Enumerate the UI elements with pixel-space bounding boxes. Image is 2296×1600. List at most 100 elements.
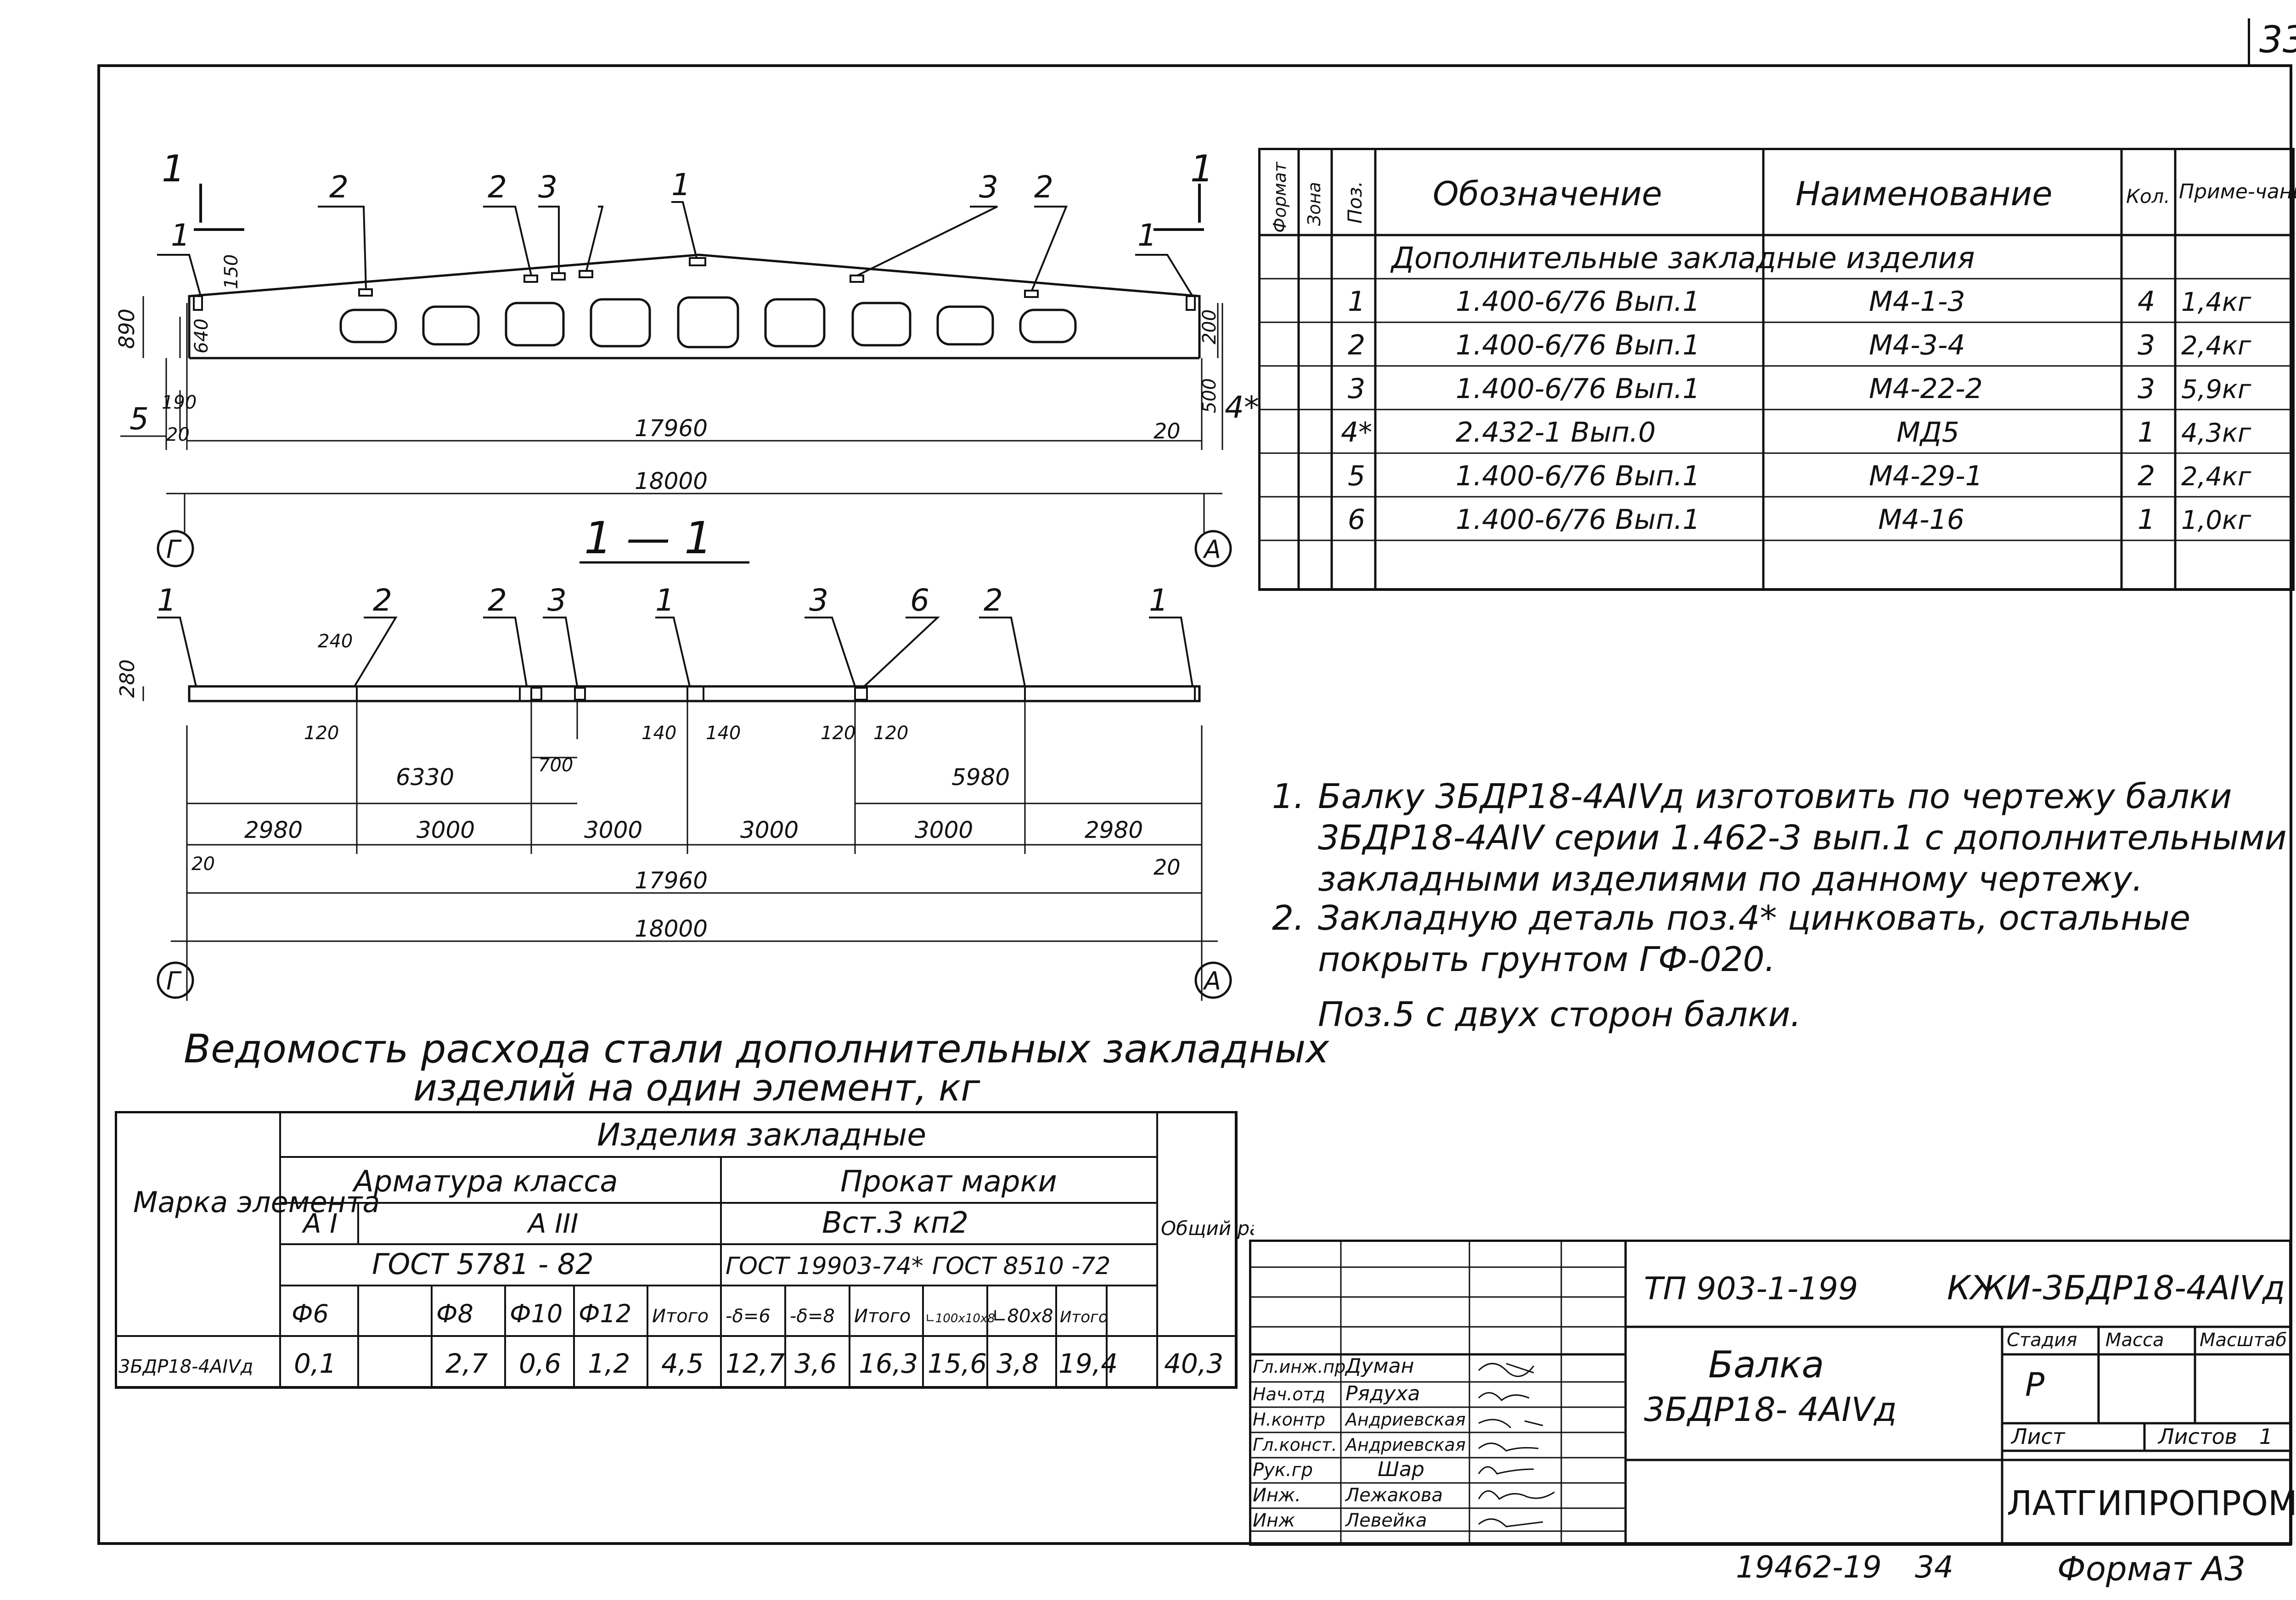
row-value: 15,6: [928, 1348, 987, 1379]
row-value: 16,3: [859, 1348, 918, 1379]
row-pos: 3: [1348, 373, 1365, 405]
col-head: Ф10: [510, 1299, 563, 1328]
dim-label: 150: [221, 254, 242, 289]
beam-plan-view: 1 2 2 3 1 3 6 2 1 280 240 120 6330 700 1…: [116, 588, 1232, 1001]
row-value: 2,7: [445, 1348, 488, 1379]
callout: 3: [547, 588, 567, 618]
row-note: 1,0кг: [2181, 505, 2251, 535]
row-pos: 5: [1348, 460, 1365, 492]
dim-label: 120: [304, 723, 339, 744]
dim-label: 2980: [1085, 817, 1143, 843]
dim-label: 6330: [396, 764, 454, 791]
signer-name: Рядуха: [1345, 1382, 1420, 1405]
callout: 2: [488, 588, 507, 618]
dim-label: 2980: [244, 817, 303, 843]
signer-name: Андриевская: [1344, 1435, 1466, 1455]
row-value: 1,2: [588, 1348, 630, 1379]
axis-marker-a: [1194, 530, 1232, 567]
note-2-number: 2.: [1272, 898, 1305, 938]
callout: 2: [488, 169, 507, 205]
callout: 4*: [1225, 390, 1259, 425]
dim-label: 20: [1154, 419, 1181, 444]
dim-label: 500: [1199, 378, 1220, 413]
header-note: Приме-чание: [2179, 180, 2296, 203]
row-pos: 4*: [1341, 416, 1372, 449]
dim-label: 140: [706, 723, 741, 744]
dim-label: 190: [162, 392, 197, 413]
dim-label: 890: [114, 309, 139, 349]
rolled-grade: Вст.3 кп2: [822, 1206, 968, 1240]
row-designation: 1.400-6/76 Вып.1: [1456, 460, 1700, 492]
row-value: 19,4: [1058, 1348, 1118, 1379]
steel-table-title-line-2: изделий на один элемент, кг: [413, 1067, 980, 1109]
beam-elevation-view: 1 2 2 3 1 3 2 1 5 4* 1 1 890 150 640 190…: [114, 147, 1259, 567]
group-header: Изделия закладные: [597, 1117, 926, 1153]
note-2-line-1: Закладную деталь поз.4* цинковать, остал…: [1318, 898, 2191, 938]
row-note: 2,4кг: [2181, 331, 2251, 361]
signer-name: Шар: [1378, 1458, 1424, 1481]
signer-name: Лежакова: [1345, 1485, 1443, 1506]
col-head: Ф12: [579, 1299, 631, 1328]
row-name: МД5: [1896, 416, 1959, 449]
header-pos: Поз.: [1344, 181, 1366, 224]
row-name: М4-1-3: [1869, 286, 1965, 318]
class-a1: А I: [301, 1208, 338, 1239]
dim-label: 200: [1199, 309, 1220, 344]
row-designation: 1.400-6/76 Вып.1: [1456, 329, 1700, 361]
callout: 3: [809, 588, 828, 618]
specification-table: Формат Зона Поз. Обозначение Наименовани…: [1258, 148, 2296, 591]
row-qty: 4: [2138, 286, 2155, 318]
beam-top-chord: [188, 253, 1201, 303]
signer-name: Думан: [1345, 1354, 1414, 1378]
row-note: 5,9кг: [2181, 375, 2251, 404]
sheets-value: 1: [2259, 1424, 2273, 1449]
stage-header: Стадия: [2007, 1330, 2077, 1351]
drawing-frame: [97, 64, 2292, 1545]
row-value: 4,5: [661, 1348, 703, 1379]
row-value: 0,1: [294, 1348, 336, 1379]
spec-row-5: 5 1.400-6/76 Вып.1 М4-29-1 2 2,4кг: [1348, 460, 2251, 492]
callout: 1: [157, 588, 176, 618]
signer-role: Инж.: [1253, 1485, 1301, 1506]
note-2-line-2: покрыть грунтом ГФ-020.: [1318, 940, 1776, 979]
item-name-2: 3БДР18- 4АIVд: [1644, 1390, 1897, 1429]
organization-name: ЛАТГИПРОПРОМ: [2007, 1484, 2296, 1523]
header-zone: Зона: [1304, 182, 1324, 226]
inventory-sheet: 34: [1915, 1549, 1953, 1585]
dim-label: 3000: [416, 817, 475, 843]
row-qty: 3: [2138, 373, 2155, 405]
dim-label: 3000: [740, 817, 799, 843]
dim-label: 20: [191, 853, 215, 875]
rebar-header: Арматура класса: [352, 1165, 618, 1199]
rolled-header: Прокат марки: [840, 1165, 1057, 1199]
row-designation: 1.400-6/76 Вып.1: [1456, 373, 1700, 405]
spec-row-3: 3 1.400-6/76 Вып.1 М4-22-2 3 5,9кг: [1348, 373, 2251, 405]
dim-label: 18000: [635, 468, 708, 494]
row-note: 4,3кг: [2181, 418, 2251, 448]
sheet-header: Лист: [2010, 1424, 2065, 1449]
signer-name: Левейка: [1345, 1510, 1427, 1531]
gost-rolled-1: ГОСТ 19903-74*: [726, 1252, 923, 1280]
signer-role: Нач.отд: [1253, 1384, 1325, 1404]
row-qty: 2: [2138, 460, 2155, 492]
signer-role: Гл.инж.пр: [1253, 1357, 1345, 1377]
dim-label: 5980: [951, 764, 1010, 791]
dim-label: 240: [318, 631, 353, 652]
total-header: Общий расход: [1161, 1217, 1254, 1240]
row-qty: 3: [2138, 329, 2155, 361]
note-3: Поз.5 с двух сторон балки.: [1318, 995, 1801, 1034]
axis-marker-g: [157, 961, 194, 999]
dim-label: 3000: [915, 817, 973, 843]
axis-label: Г: [166, 535, 182, 564]
row-pos: 6: [1348, 504, 1365, 536]
axis-label: Г: [166, 966, 182, 995]
signer-role: Гл.конст.: [1253, 1435, 1337, 1455]
gost-rebar: ГОСТ 5781 - 82: [372, 1247, 594, 1281]
drawing-code: КЖИ-3БДР18-4АIVд: [1947, 1269, 2285, 1307]
section-mark: 1: [162, 147, 185, 190]
row-value: 12,7: [726, 1348, 785, 1379]
spec-row-6: 6 1.400-6/76 Вып.1 М4-16 1 1,0кг: [1348, 504, 2251, 536]
dim-label: 3000: [584, 817, 642, 843]
dim-label: 120: [821, 723, 855, 744]
header-format: Формат: [1270, 161, 1290, 233]
